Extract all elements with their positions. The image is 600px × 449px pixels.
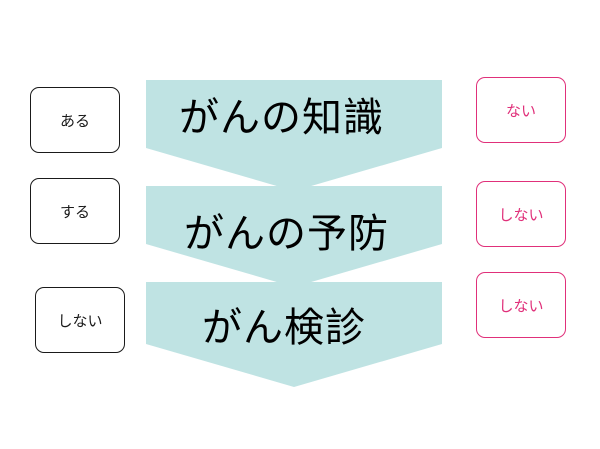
left-box-knowledge: ある <box>30 87 120 153</box>
chevron-stage-1 <box>146 80 442 191</box>
right-box-knowledge: ない <box>476 77 566 143</box>
left-box-screening: しない <box>35 287 125 353</box>
chevron-stage-3 <box>146 282 442 387</box>
stage-label-screening: がん検診 <box>202 305 366 351</box>
stage-label-knowledge: がんの知識 <box>179 95 384 141</box>
chevron-stage-2 <box>146 186 442 287</box>
stage-label-prevention: がんの予防 <box>184 211 389 257</box>
right-box-screening: しない <box>476 272 566 338</box>
right-box-prevention: しない <box>476 181 566 247</box>
left-box-prevention: する <box>30 178 120 244</box>
